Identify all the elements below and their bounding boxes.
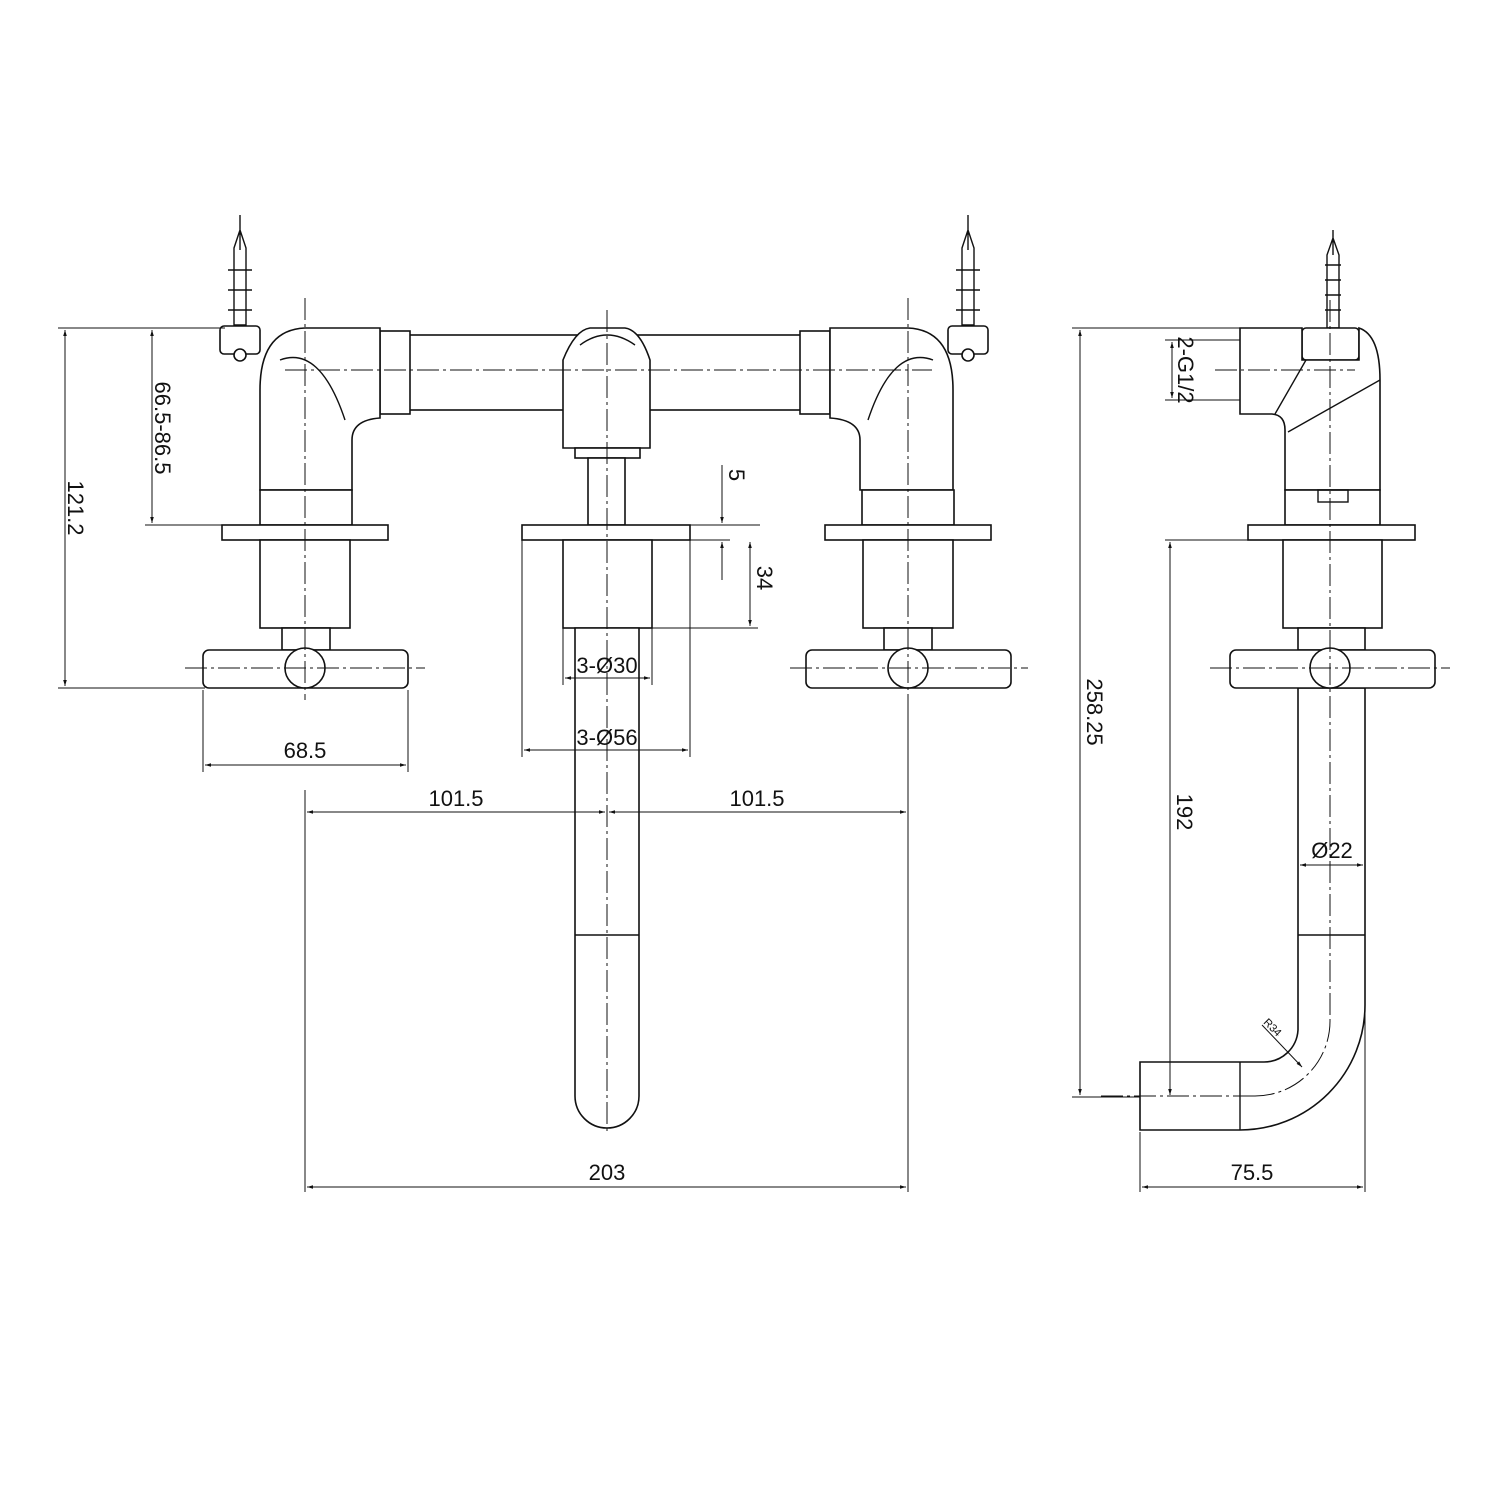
- dimension-label: 192: [1172, 794, 1197, 831]
- side-spout-pipe: [1139, 687, 1366, 1131]
- dimension-label: 101.5: [729, 786, 784, 811]
- dimension-label: 2-G1/2: [1173, 336, 1198, 403]
- dimension-projection: 75.5: [1139, 1005, 1366, 1192]
- center-spout: [521, 327, 691, 1129]
- dimension-flange-diameter: 3-Ø56: [521, 540, 691, 757]
- dimension-pipe-diameter: Ø22: [1300, 838, 1363, 867]
- dimension-label: 34: [752, 566, 777, 590]
- dimension-label: 5: [724, 469, 749, 481]
- dimension-body-height: 34: [652, 542, 777, 629]
- dimension-spacing: 101.5 101.5: [304, 700, 909, 1192]
- dimension-label: 258.25: [1082, 678, 1107, 745]
- dimension-thread: 2-G1/2: [1165, 336, 1240, 404]
- dimension-body-diameter: 3-Ø30: [562, 628, 653, 685]
- dimension-flange-thickness: 5: [690, 465, 760, 580]
- dimension-mount-height: 66.5-86.5: [145, 330, 262, 526]
- dimension-label: 101.5: [428, 786, 483, 811]
- dimension-side-total-height: 258.25: [1072, 327, 1240, 1098]
- left-wall-screw: [219, 215, 261, 362]
- dimension-label: R34: [1261, 1016, 1284, 1039]
- dimension-label: 3-Ø56: [576, 725, 637, 750]
- dimension-label: 68.5: [284, 738, 327, 763]
- side-view: 2-G1/2 258.25 192 Ø22 R34 75.5: [1072, 230, 1450, 1192]
- front-view: 121.2 66.5-86.5 68.5 101.5 101.5 203: [58, 215, 1028, 1192]
- dimension-label: 75.5: [1231, 1160, 1274, 1185]
- dimension-label: Ø22: [1311, 838, 1353, 863]
- dimension-label: 3-Ø30: [576, 653, 637, 678]
- dimension-label: 203: [589, 1160, 626, 1185]
- dimension-handle-width: 68.5: [202, 690, 409, 772]
- right-wall-screw: [947, 215, 989, 362]
- dimension-spout-height: 192: [1165, 539, 1248, 1095]
- dimension-label: 66.5-86.5: [150, 382, 175, 475]
- dimension-total-height: 121.2: [58, 327, 225, 689]
- dimension-overall-width: 203: [307, 1160, 906, 1189]
- dimension-label: 121.2: [63, 480, 88, 535]
